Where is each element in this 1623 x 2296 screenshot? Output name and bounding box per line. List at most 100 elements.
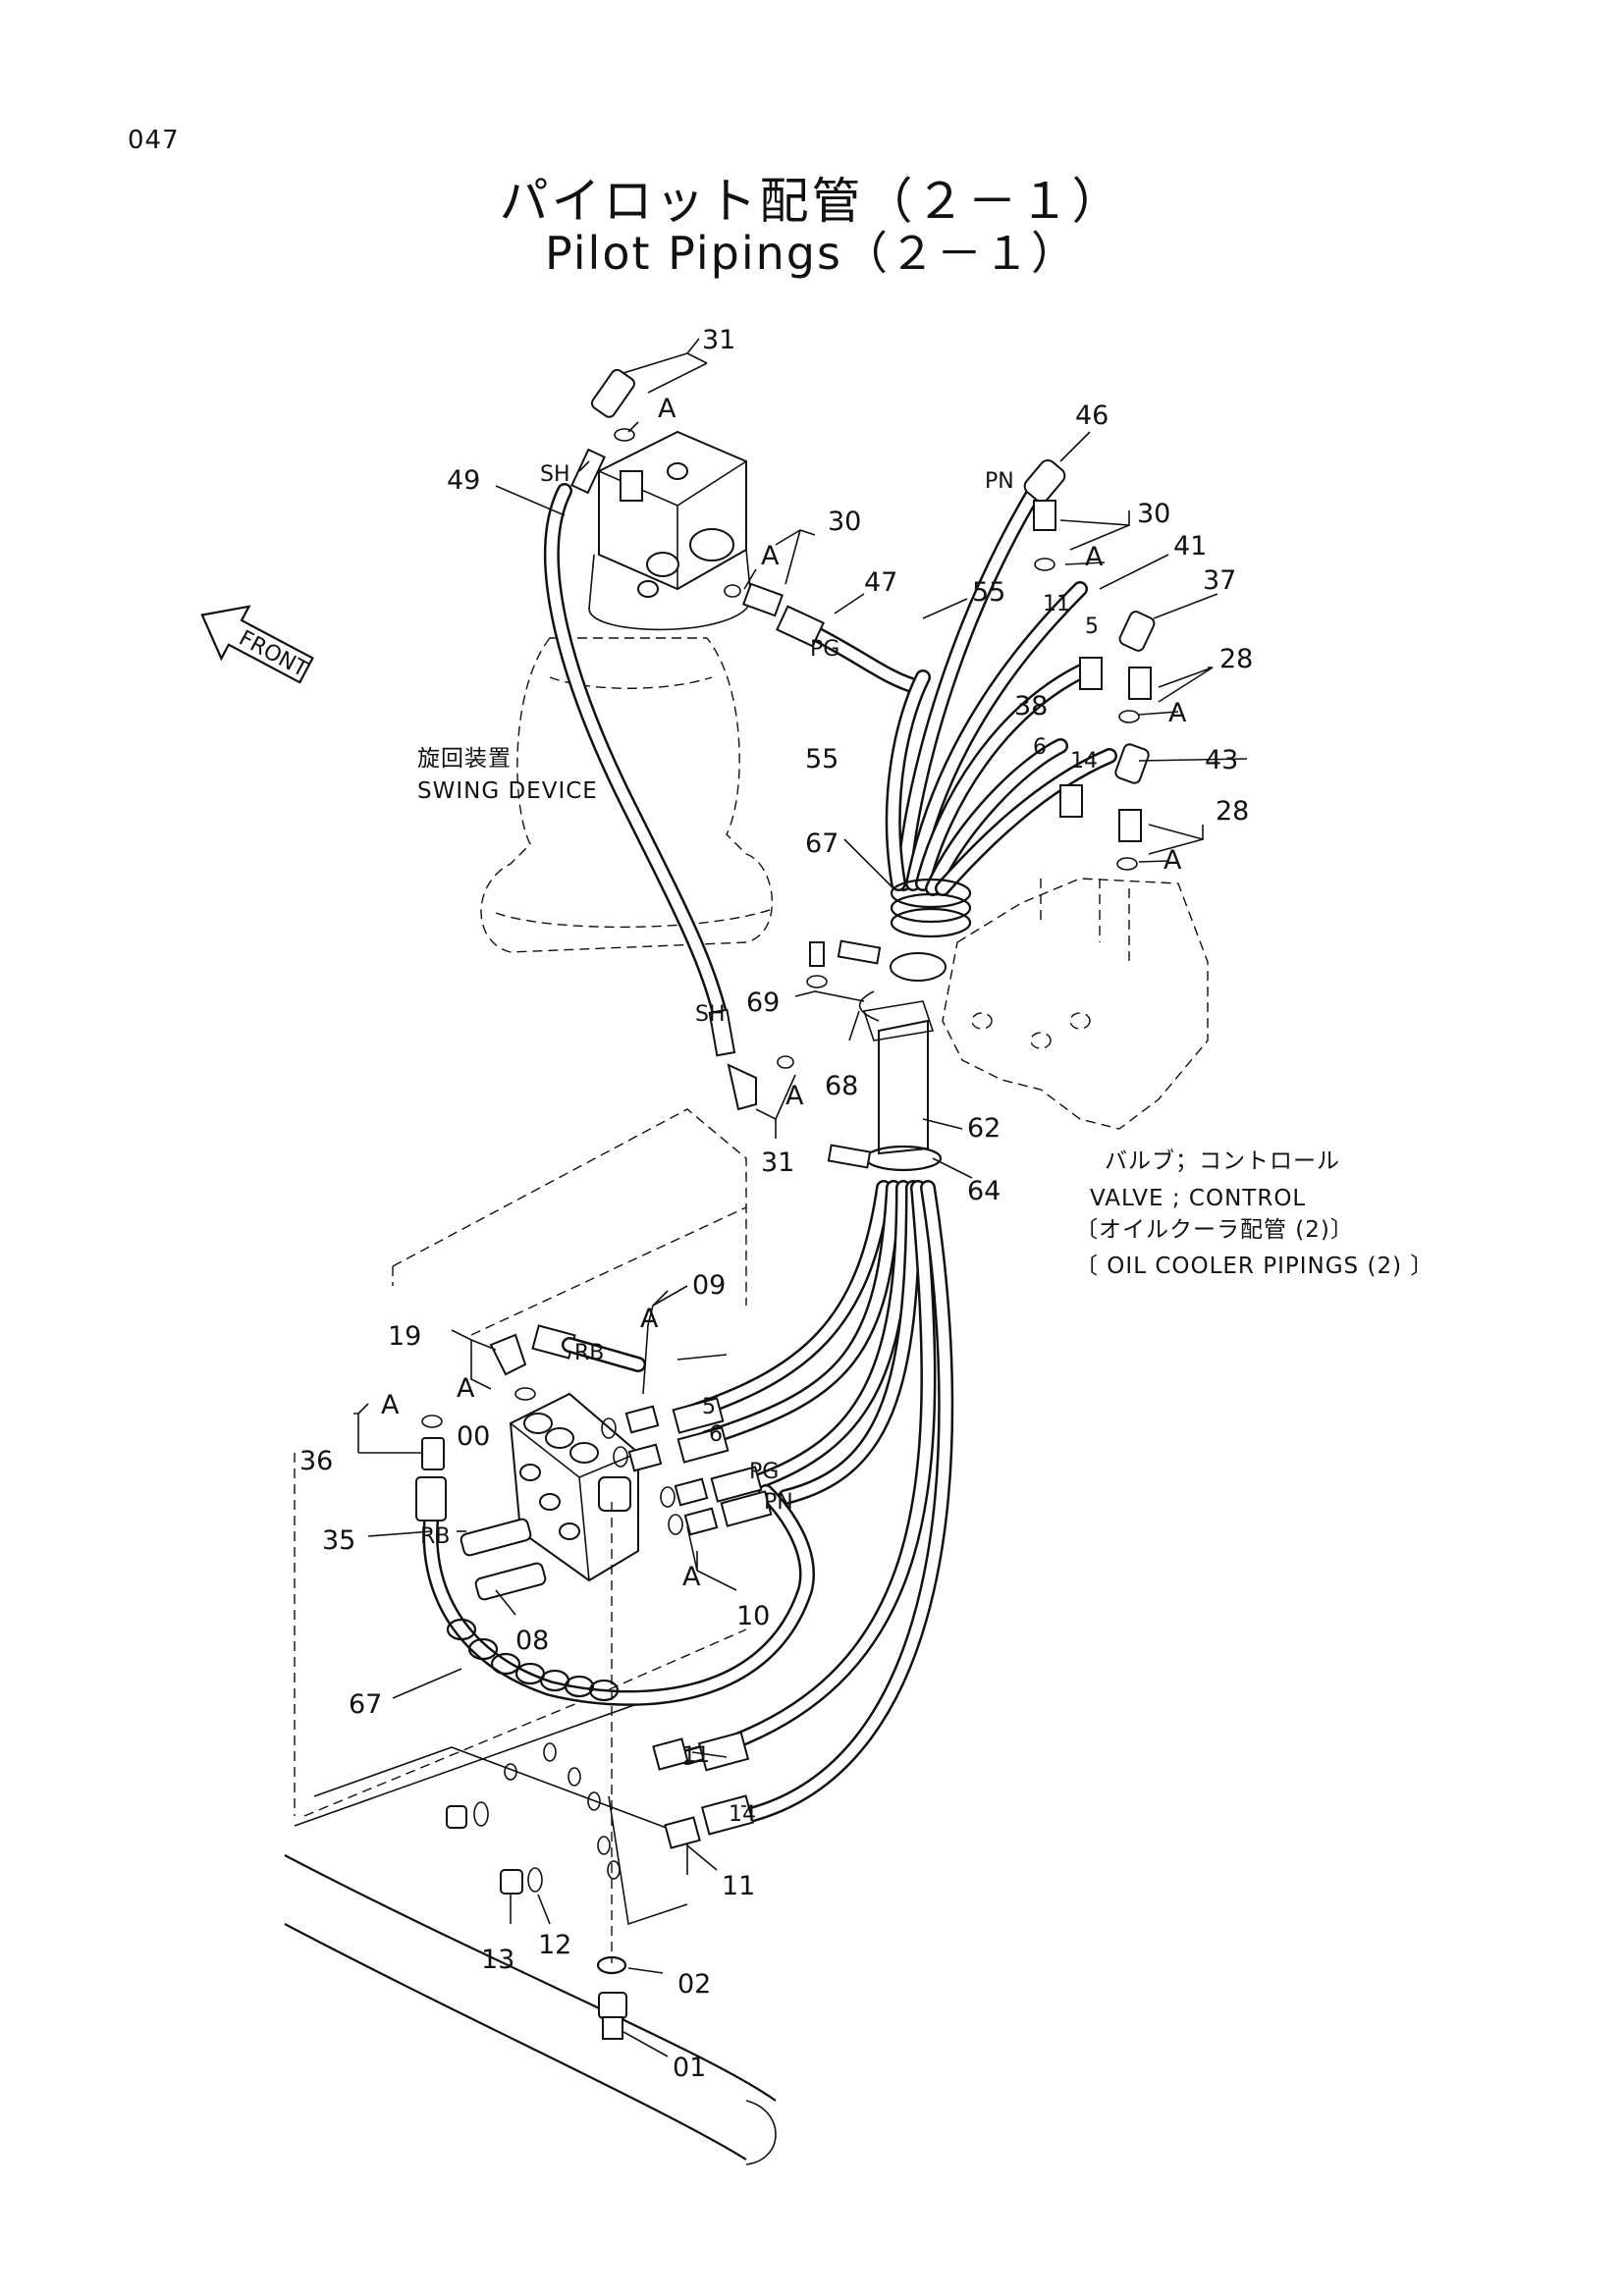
callout-69: 69 — [746, 988, 780, 1018]
washer-left — [473, 1801, 489, 1827]
callout-13: 13 — [481, 1945, 514, 1975]
nut-left — [446, 1805, 467, 1829]
label-6-top: 6 — [1033, 735, 1047, 760]
hose-bundle-upper — [885, 473, 1117, 896]
callout-a-10: A — [682, 1562, 701, 1592]
callout-41: 41 — [1173, 531, 1207, 561]
hose-bundle-lower — [679, 1180, 954, 1824]
callout-43: 43 — [1205, 745, 1238, 775]
nut-13 — [500, 1869, 523, 1895]
control-valve-fittings — [1023, 458, 1156, 871]
callout-49: 49 — [447, 465, 480, 496]
callout-11: 11 — [722, 1871, 755, 1901]
callout-a-4: A — [1168, 698, 1187, 728]
bracket-holes — [504, 1742, 621, 1880]
callout-10: 10 — [736, 1601, 770, 1631]
o-ring-a-top — [614, 428, 635, 442]
label-pg-bottom: PG — [749, 1460, 779, 1484]
callout-a-6: A — [785, 1081, 804, 1111]
hose-35-loop — [415, 1476, 815, 1706]
label-sh-top: SH — [540, 462, 570, 487]
callout-31-bottom: 31 — [761, 1148, 794, 1178]
o-ring-a-36 — [421, 1415, 443, 1428]
callout-a-3: A — [1085, 542, 1104, 572]
callout-67-bottom: 67 — [349, 1689, 382, 1720]
callout-38: 38 — [1014, 691, 1048, 721]
control-valve-outline — [942, 878, 1209, 1130]
callout-a-8: A — [457, 1373, 475, 1404]
callout-55-top: 55 — [972, 577, 1005, 608]
fittings-09-10 — [601, 1397, 773, 1536]
page-title-jp: パイロット配管（２－１） — [499, 173, 1124, 230]
caption-cooler-jp: 〔オイルクーラ配管 (2)〕 — [1075, 1217, 1354, 1243]
callout-a-5: A — [1163, 845, 1182, 876]
cartridge-08-b — [474, 1562, 547, 1601]
lower-fittings-11-14 — [652, 1731, 755, 1849]
callout-19: 19 — [388, 1321, 421, 1352]
cartridge-08-a — [460, 1518, 532, 1557]
front-arrow-icon: FRONT — [200, 605, 314, 684]
caption-valve-jp: バルブ；コントロール — [1105, 1148, 1340, 1174]
fitting-31-bottom — [727, 1063, 757, 1111]
clamp-64 — [827, 1144, 943, 1172]
callout-labels: 31 A SH 49 30 A 47 PG 55 55 46 PN 30 A 4… — [299, 325, 1253, 2083]
callout-31-top: 31 — [702, 325, 735, 355]
label-pn-bottom: PN — [764, 1490, 793, 1515]
fitting-19-rb — [489, 1324, 646, 1401]
hose-49 — [543, 448, 736, 1057]
fitting-36 — [421, 1437, 445, 1470]
page-title-en: Pilot Pipings（２－１） — [545, 227, 1078, 280]
callout-a-1: A — [658, 394, 676, 424]
callout-01: 01 — [673, 2053, 706, 2083]
callout-62: 62 — [967, 1113, 1001, 1144]
label-rb-top: RB — [574, 1341, 604, 1365]
callout-30-right: 30 — [1137, 499, 1170, 529]
callout-08: 08 — [515, 1626, 549, 1656]
label-14-bottom: 14 — [729, 1802, 756, 1827]
callout-12: 12 — [538, 1930, 571, 1960]
leader-lines — [353, 338, 1248, 2057]
hose-47-pg — [776, 605, 926, 695]
clamp-67-lower — [446, 1618, 620, 1702]
callout-64: 64 — [967, 1176, 1001, 1206]
callout-28-bottom: 28 — [1216, 796, 1249, 827]
callout-46: 46 — [1075, 400, 1109, 431]
swing-device-outline — [480, 637, 777, 953]
callout-55-bottom: 55 — [805, 744, 839, 774]
caption-cooler-en: 〔 OIL COOLER PIPINGS (2) 〕 — [1075, 1254, 1434, 1279]
callout-67-top: 67 — [805, 828, 839, 859]
caption-swing-en: SWING DEVICE — [417, 778, 598, 804]
label-6-bottom: 6 — [709, 1422, 723, 1447]
callout-68: 68 — [825, 1071, 858, 1101]
label-11-bottom: 11 — [682, 1743, 710, 1768]
fitting-30-left — [741, 582, 784, 617]
label-rb-bottom: RB — [420, 1524, 450, 1549]
label-pg-top: PG — [810, 637, 839, 662]
label-14-top: 14 — [1070, 749, 1098, 774]
bolt-01 — [598, 1992, 627, 2040]
lower-panel — [284, 1668, 777, 2165]
label-11-top: 11 — [1043, 592, 1070, 616]
clamp-67-top — [837, 878, 972, 982]
label-5-top: 5 — [1085, 614, 1099, 639]
callout-37: 37 — [1203, 565, 1236, 596]
callout-35: 35 — [322, 1525, 355, 1556]
sleeve-62 — [858, 990, 935, 1155]
pilot-valve-block — [509, 1392, 639, 1582]
callout-a-2: A — [761, 541, 780, 571]
bolt-69 — [806, 941, 828, 988]
page-number: 047 — [128, 126, 180, 155]
callout-09: 09 — [692, 1270, 726, 1301]
washer-12 — [527, 1867, 543, 1893]
callout-47: 47 — [864, 567, 897, 598]
callout-30-left: 30 — [828, 507, 861, 537]
callout-a-9: A — [381, 1390, 400, 1420]
o-ring-a-bottom — [777, 1055, 794, 1069]
callout-28-top: 28 — [1219, 644, 1253, 674]
callout-00: 00 — [457, 1421, 490, 1452]
swing-motor-block — [588, 430, 752, 631]
caption-swing-jp: 旋回装置 — [417, 746, 512, 772]
fitting-31-top — [590, 368, 635, 418]
label-5-bottom: 5 — [702, 1395, 716, 1419]
